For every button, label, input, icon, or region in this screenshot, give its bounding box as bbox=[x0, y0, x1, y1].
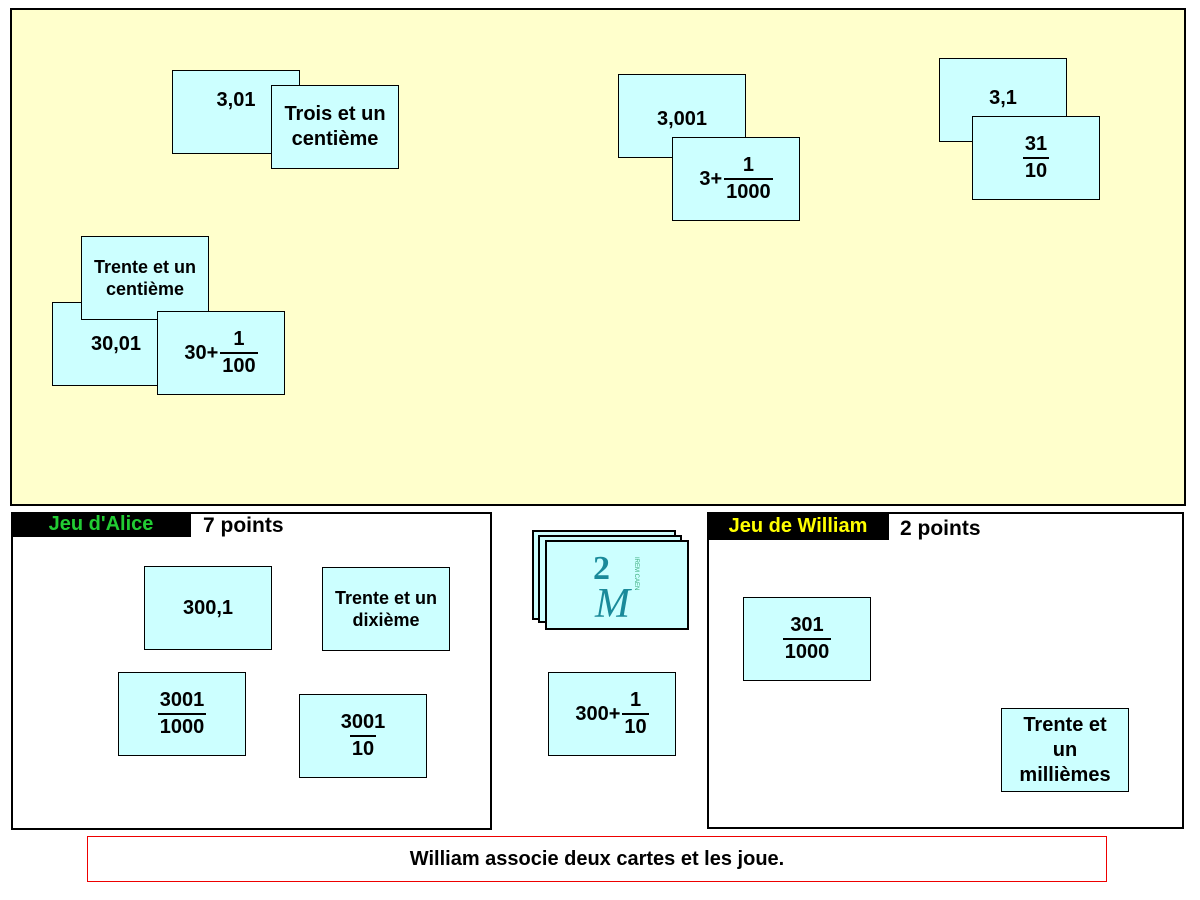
denominator: 1000 bbox=[157, 713, 207, 740]
william-card-trente-et-un-milliemes[interactable]: Trente et un millièmes bbox=[1001, 708, 1129, 792]
card-text: Trente et un millièmes bbox=[1019, 713, 1111, 786]
card-text: 300,1 bbox=[182, 596, 234, 619]
card-trois-et-un-centieme[interactable]: Trois et un centième bbox=[271, 85, 399, 169]
svg-text:2: 2 bbox=[593, 550, 610, 587]
denominator: 1000 bbox=[782, 638, 832, 665]
william-points: 2 points bbox=[900, 517, 981, 540]
irem-logo-icon: 2 M IREM CAEN bbox=[593, 550, 639, 621]
card-text: 3,001 bbox=[656, 107, 708, 130]
card-text: 3,1 bbox=[989, 87, 1017, 109]
card-text: 3,01 bbox=[216, 88, 256, 111]
card-text: 30,01 bbox=[90, 332, 142, 355]
numerator: 3001 bbox=[340, 711, 386, 733]
card-whole: 300+ bbox=[575, 702, 621, 725]
svg-text:IREM CAEN: IREM CAEN bbox=[633, 557, 639, 590]
deck-top-card: 2 M IREM CAEN bbox=[545, 540, 689, 630]
numerator: 1 bbox=[233, 328, 245, 350]
card-text: Trente et un dixième bbox=[334, 587, 437, 631]
william-title: Jeu de William bbox=[707, 512, 889, 540]
denominator: 1000 bbox=[724, 178, 773, 205]
card-whole: 3+ bbox=[699, 167, 723, 190]
alice-card-trente-et-un-dixieme[interactable]: Trente et un dixième bbox=[322, 567, 450, 651]
numerator: 1 bbox=[742, 154, 754, 176]
alice-points: 7 points bbox=[203, 514, 284, 537]
svg-text:M: M bbox=[594, 581, 632, 621]
numerator: 3001 bbox=[159, 689, 205, 711]
alice-title: Jeu d'Alice bbox=[11, 512, 191, 537]
denominator: 10 bbox=[349, 735, 377, 762]
denominator: 100 bbox=[220, 352, 258, 379]
card-text: Trois et un centième bbox=[284, 103, 386, 150]
status-message: William associe deux cartes et les joue. bbox=[87, 836, 1107, 882]
denominator: 10 bbox=[622, 713, 649, 740]
alice-hand-panel bbox=[11, 512, 492, 830]
numerator: 31 bbox=[1024, 133, 1048, 155]
card-text: Trente et un centième bbox=[93, 256, 196, 300]
card-whole: 30+ bbox=[184, 341, 219, 364]
denominator: 10 bbox=[1022, 157, 1050, 184]
alice-card-300-1[interactable]: 300,1 bbox=[144, 566, 272, 650]
numerator: 301 bbox=[790, 614, 824, 636]
card-trente-et-un-centieme[interactable]: Trente et un centième bbox=[81, 236, 209, 320]
numerator: 1 bbox=[629, 689, 642, 711]
